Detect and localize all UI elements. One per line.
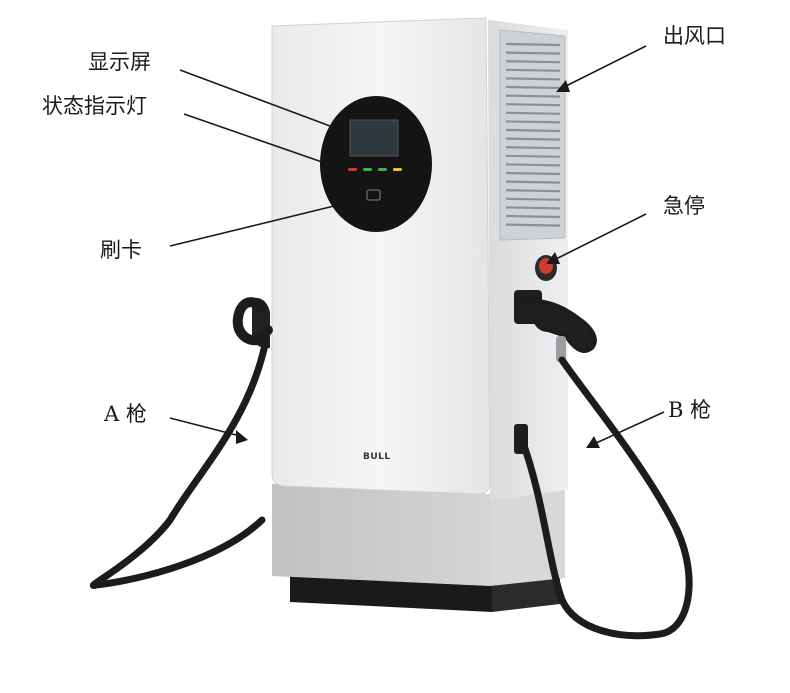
vent-slat	[505, 137, 561, 141]
status-light	[348, 168, 357, 171]
label-status-indicator: 状态指示灯	[42, 94, 147, 118]
vent-slat	[505, 163, 561, 167]
vent-slat	[505, 223, 561, 227]
status-light	[363, 168, 372, 171]
status-light	[378, 168, 387, 171]
arrowheads	[236, 80, 600, 448]
display-module	[320, 96, 432, 232]
vent-slat	[505, 206, 561, 210]
label-card-swipe: 刷卡	[100, 238, 142, 262]
arrow-outlet	[556, 80, 570, 92]
vent-slat	[505, 111, 561, 115]
base-body	[272, 484, 565, 586]
leader-screen	[179, 69, 331, 127]
vent-slat	[505, 51, 561, 55]
gun-b[interactable]	[518, 298, 693, 640]
label-display-screen: 显示屏	[88, 50, 151, 74]
vent-slat	[505, 214, 561, 219]
arrow-estop	[546, 252, 560, 264]
leader-a	[169, 417, 241, 437]
label-emergency-stop: 急停	[663, 194, 705, 218]
leader-outlet	[565, 45, 647, 87]
vent-slat	[505, 77, 561, 81]
label-air-outlet: 出风口	[663, 24, 726, 48]
leader-estop	[553, 213, 647, 261]
leader-indicator	[183, 113, 323, 163]
display-screen	[349, 119, 399, 157]
vent-slat	[505, 103, 561, 107]
arrow-a	[236, 430, 248, 444]
status-light	[393, 168, 402, 171]
vent-slat	[505, 85, 561, 90]
vent-slat	[505, 180, 561, 184]
vent-slat	[505, 120, 561, 124]
leader-lines	[169, 45, 665, 445]
vent-slat	[505, 154, 561, 158]
vent-slat	[505, 42, 561, 47]
vent-slat	[505, 189, 561, 193]
vent-slat	[505, 171, 561, 176]
vent-slat	[505, 60, 561, 64]
label-gun-b: B 枪	[668, 398, 712, 422]
leader-card	[169, 205, 335, 247]
card-reader[interactable]	[366, 189, 381, 201]
vent-slat	[505, 146, 561, 150]
arrow-b	[586, 436, 600, 448]
vent-slat	[505, 68, 561, 72]
brand-logo: BULL	[363, 452, 391, 462]
front-panel	[271, 17, 491, 495]
vent-slat	[505, 94, 561, 98]
leader-b	[593, 411, 665, 445]
label-gun-a: A 枪	[104, 402, 147, 426]
vent-slat	[505, 128, 561, 133]
air-outlet-vent	[499, 29, 566, 241]
vent-slat	[505, 197, 561, 201]
gun-a[interactable]	[90, 297, 273, 590]
